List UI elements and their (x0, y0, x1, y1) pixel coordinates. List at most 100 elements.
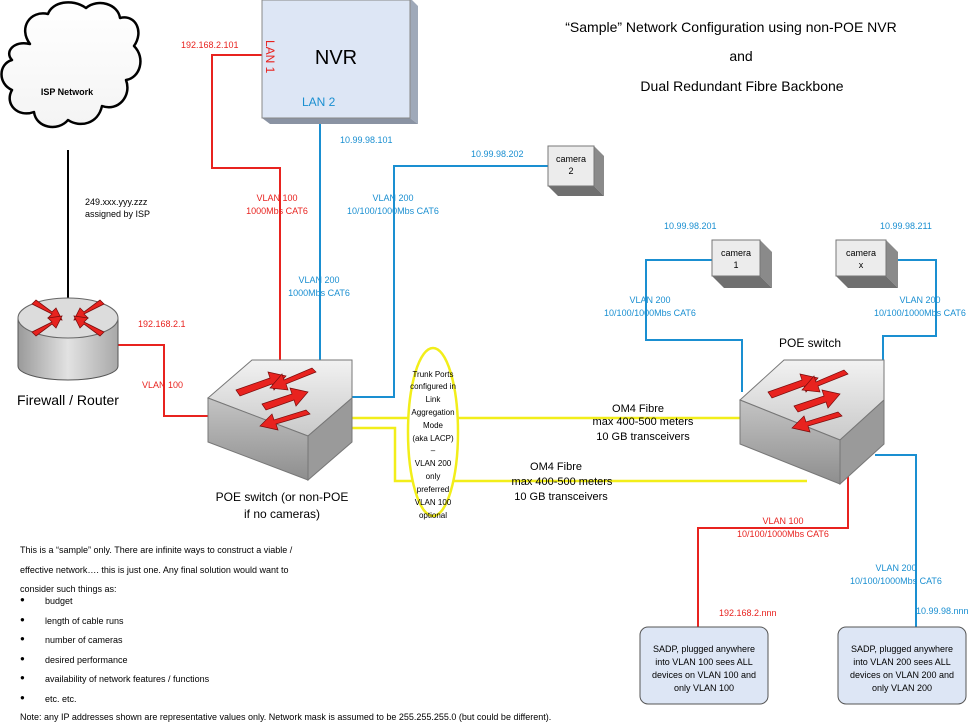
fibre-link-2 (352, 426, 807, 483)
trunk-line: – (431, 446, 436, 455)
link-camera1-line2: 10/100/1000Mbs CAT6 (604, 308, 696, 318)
trunk-line: Aggregation (411, 408, 454, 417)
sadp-left-ip: 192.168.2.nnn (719, 608, 777, 618)
title-line3: Dual Redundant Fibre Backbone (640, 78, 843, 94)
fibre1-line1: OM4 Fibre (612, 403, 664, 415)
sadp-right-text: into VLAN 200 sees ALL (853, 657, 951, 667)
left-switch-icon (207, 359, 353, 482)
link-camerax-line1: VLAN 200 (899, 295, 940, 305)
nvr-label: NVR (315, 47, 357, 69)
camera2-cable (352, 165, 548, 398)
nvr-lan1-cable (211, 54, 281, 378)
notes-bullet-list: budget length of cable runs number of ca… (20, 594, 209, 713)
notes-bullet: number of cameras (20, 633, 209, 654)
trunk-line: (aka LACP) (412, 434, 454, 443)
link-camera2-line1: VLAN 200 (372, 193, 413, 203)
sadp-right-text: only VLAN 200 (872, 683, 932, 693)
sadp-right-text: devices on VLAN 200 and (850, 670, 954, 680)
notes-bullet: availability of network features / funct… (20, 672, 209, 693)
camera2-label-line2: 2 (568, 166, 573, 176)
link-sadp200-line2: 10/100/1000Mbs CAT6 (850, 576, 942, 586)
left-switch-label-line2: if no cameras) (244, 507, 320, 521)
router-ip: 192.168.2.1 (138, 319, 186, 329)
title-line2: and (729, 48, 752, 64)
camerax-device (835, 239, 898, 288)
sadp-left-box (639, 626, 769, 705)
camerax-cable (882, 259, 937, 392)
cloud-icon (0, 1, 142, 129)
notes-bullet: desired performance (20, 653, 209, 674)
title-line1: “Sample” Network Configuration using non… (565, 19, 896, 35)
link-camera2-line2: 10/100/1000Mbs CAT6 (347, 206, 439, 216)
sadp-left-text: only VLAN 100 (674, 683, 734, 693)
trunk-ellipse (406, 346, 460, 518)
nvr-device (261, 0, 418, 124)
trunk-line: VLAN 200 (415, 459, 452, 468)
sadp-left-text: devices on VLAN 100 and (652, 670, 756, 680)
trunk-line: Trunk Ports (412, 370, 453, 379)
camerax-label-line1: camera (846, 248, 876, 258)
notes-bullet: budget (20, 594, 209, 615)
fibre1-line2: max 400-500 meters (593, 416, 694, 428)
fibre2-line2: max 400-500 meters (512, 476, 613, 488)
isp-ip: 249.xxx.yyy.zzz (85, 197, 148, 207)
right-switch-icon (739, 359, 885, 486)
nvr-lan1-ip: 192.168.2.101 (181, 40, 239, 50)
link-camerax-line2: 10/100/1000Mbs CAT6 (874, 308, 966, 318)
trunk-line: Mode (423, 421, 444, 430)
camera1-ip: 10.99.98.201 (664, 221, 717, 231)
trunk-line: VLAN 100 (415, 498, 452, 507)
camera2-ip: 10.99.98.202 (471, 149, 524, 159)
router-switch-cable (118, 344, 208, 417)
footnote: Note: any IP addresses shown are represe… (20, 712, 552, 722)
sadp200-cable (875, 454, 917, 628)
link-sadp100-line2: 10/100/1000Mbs CAT6 (737, 529, 829, 539)
trunk-text: Trunk Ports configured in Link Aggregati… (410, 370, 456, 520)
router-label: Firewall / Router (17, 392, 119, 408)
vlan100-cables (118, 54, 849, 628)
trunk-line: configured in (410, 382, 456, 391)
nvr-lan2-ip: 10.99.98.101 (340, 135, 393, 145)
trunk-line: Link (426, 395, 442, 404)
sadp-right-box (837, 626, 967, 705)
link-nvr-lan2-line1: VLAN 200 (298, 275, 339, 285)
notes-bullet: etc. etc. (20, 692, 209, 713)
camera1-cable (645, 259, 743, 392)
camera2-device (547, 145, 604, 196)
link-nvr-lan1-line1: VLAN 100 (256, 193, 297, 203)
trunk-line: optional (419, 511, 447, 520)
trunk-line: preferred (417, 485, 449, 494)
camerax-ip: 10.99.98.211 (880, 221, 932, 231)
router-vlan: VLAN 100 (142, 380, 183, 390)
link-sadp100-line1: VLAN 100 (762, 516, 803, 526)
router-icon (17, 297, 119, 381)
sadp100-cable (697, 462, 849, 628)
link-sadp200-line1: VLAN 200 (875, 563, 916, 573)
sadp-right-ip: 10.99.98.nnn (916, 606, 969, 616)
camera1-device (711, 239, 772, 288)
isp-assigned: assigned by ISP (85, 209, 150, 219)
trunk-line: only (426, 472, 441, 481)
notes-bullet: length of cable runs (20, 614, 209, 635)
link-camera1-line1: VLAN 200 (629, 295, 670, 305)
left-switch-label-line1: POE switch (or non-POE (216, 490, 349, 504)
sadp-right-text: SADP, plugged anywhere (851, 644, 953, 654)
fibre1-line3: 10 GB transceivers (596, 431, 690, 443)
right-switch-label: POE switch (779, 336, 841, 350)
camerax-label-line2: x (859, 260, 864, 270)
sadp-left-text: into VLAN 100 sees ALL (655, 657, 753, 667)
link-nvr-lan1-line2: 1000Mbs CAT6 (246, 206, 308, 216)
sadp-left-text: SADP, plugged anywhere (653, 644, 755, 654)
fibre2-line1: OM4 Fibre (530, 461, 582, 473)
vlan200-cables (319, 116, 937, 628)
cloud-label: ISP Network (41, 87, 94, 97)
camera1-label-line2: 1 (733, 260, 738, 270)
notes-paragraph: This is a “sample” only. There are infin… (20, 545, 293, 595)
camera1-label-line1: camera (721, 248, 751, 258)
nvr-lan2-label: LAN 2 (302, 95, 336, 109)
nvr-lan1-label: LAN 1 (263, 40, 277, 74)
fibre2-line3: 10 GB transceivers (514, 491, 608, 503)
link-nvr-lan2-line2: 1000Mbs CAT6 (288, 288, 350, 298)
camera2-label-line1: camera (556, 154, 586, 164)
